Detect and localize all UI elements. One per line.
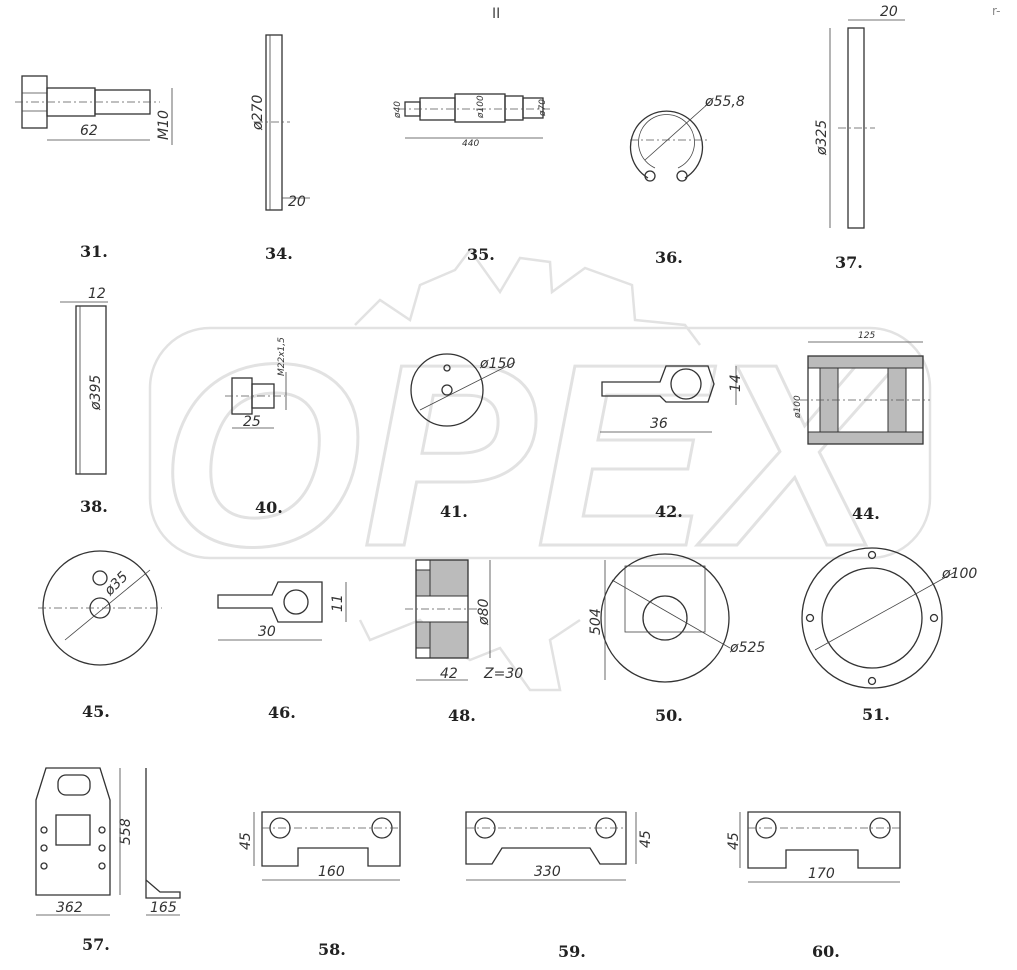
- flange-50-outer: [600, 553, 730, 683]
- part-44-bushing: 125 ø100: [793, 331, 930, 445]
- disc-37-body: [847, 27, 865, 229]
- label-part-42: 42.: [655, 502, 683, 521]
- dim-48-teeth: Z=30: [483, 666, 523, 682]
- dim-34-width: 20: [288, 194, 306, 210]
- label-part-31: 31.: [80, 242, 108, 261]
- dim-42-height: 14: [728, 374, 744, 392]
- plate-60-body: [747, 811, 901, 869]
- disc-38-body: [75, 305, 107, 475]
- plate-58-body: [261, 811, 401, 867]
- bracket-57-front: [35, 767, 111, 896]
- label-part-35: 35.: [467, 245, 495, 264]
- dim-57-width: 362: [56, 900, 83, 916]
- dim-60-length: 170: [808, 866, 835, 882]
- dim-35-d1: ø40: [393, 101, 403, 119]
- dim-44-length: 125: [858, 331, 875, 341]
- label-part-50: 50.: [655, 706, 683, 725]
- part-35-shaft: ø40 ø100 ø70 440: [393, 93, 550, 149]
- dim-44-dia: ø100: [793, 395, 803, 419]
- label-part-36: 36.: [655, 248, 683, 267]
- label-part-51: 51.: [862, 705, 890, 724]
- dim-35-d3: ø70: [538, 99, 548, 117]
- part-41-disc: ø150: [410, 353, 515, 427]
- part-45-disc: ø35: [38, 550, 162, 666]
- dim-50-dia: ø525: [729, 640, 765, 656]
- watermark-logo: OPEX: [148, 247, 932, 692]
- label-part-46: 46.: [268, 703, 296, 722]
- part-50-flange: 504 ø525: [588, 553, 765, 683]
- part-57-bracket: 558 362 165: [35, 767, 181, 916]
- dim-59-length: 330: [534, 864, 561, 880]
- dim-41-dia: ø150: [479, 356, 515, 372]
- part-48-gear: ø80 42 Z=30: [405, 559, 523, 682]
- dim-38-dia: ø395: [88, 375, 104, 411]
- label-part-44: 44.: [852, 504, 880, 523]
- part-40-plug: M22x1,5 25: [225, 337, 287, 430]
- label-part-34: 34.: [265, 244, 293, 263]
- dim-31-thread: M10: [156, 110, 172, 140]
- dim-57-height: 558: [118, 818, 134, 845]
- label-part-38: 38.: [80, 497, 108, 516]
- dim-59-height: 45: [638, 830, 654, 848]
- plate-59-body: [465, 811, 627, 865]
- label-part-41: 41.: [440, 502, 468, 521]
- dim-35-length: 440: [462, 139, 479, 149]
- disc-34-body: [265, 34, 283, 211]
- dim-48-width: 42: [440, 666, 458, 682]
- watermark-text: OPEX: [160, 311, 896, 601]
- dim-46-height: 11: [330, 594, 346, 612]
- dim-35-d2: ø100: [476, 95, 486, 119]
- dim-58-height: 45: [238, 832, 254, 850]
- part-36-circlip: ø55,8: [629, 94, 745, 182]
- dim-31-length: 62: [80, 123, 98, 139]
- part-42-lever: 36 14: [600, 365, 744, 433]
- part-46-lever: 30 11: [217, 581, 347, 641]
- label-part-57: 57.: [82, 935, 110, 954]
- label-part-45: 45.: [82, 702, 110, 721]
- dim-40-thread: M22x1,5: [277, 337, 287, 376]
- part-37-disc: 20 ø325: [814, 4, 905, 229]
- dim-48-dia: ø80: [476, 599, 492, 626]
- label-part-58: 58.: [318, 940, 346, 959]
- part-59-plate: 330 45: [465, 811, 654, 881]
- disc-41-outer: [410, 353, 484, 427]
- part-60-plate: 45 170: [726, 811, 901, 883]
- corner-mark: r-: [992, 4, 1001, 18]
- dim-34-dia: ø270: [250, 95, 266, 131]
- dim-60-height: 45: [726, 832, 742, 850]
- dim-50-height: 504: [588, 608, 604, 635]
- part-51-ring: ø100: [801, 547, 977, 689]
- part-34-disc: ø270 20: [250, 34, 310, 211]
- dim-57-depth: 165: [150, 900, 177, 916]
- bracket-57-side: [145, 768, 181, 899]
- dim-37-width: 20: [880, 4, 898, 20]
- part-38-disc: 12 ø395: [60, 286, 108, 475]
- page-number: II: [492, 6, 501, 22]
- dim-51-dia: ø100: [941, 566, 977, 582]
- part-58-plate: 45 160: [238, 811, 401, 881]
- watermark-gear: [354, 247, 701, 692]
- dim-37-dia: ø325: [814, 120, 830, 156]
- watermark-frame: [148, 326, 932, 560]
- dim-42-length: 36: [650, 416, 668, 432]
- lever-46-body: [217, 581, 323, 623]
- dim-36-dia: ø55,8: [704, 94, 745, 110]
- lever-42-body: [601, 365, 715, 403]
- dim-58-length: 160: [318, 864, 345, 880]
- dim-40-length: 25: [243, 414, 261, 430]
- circlip-outer: [629, 110, 704, 179]
- label-part-40: 40.: [255, 498, 283, 517]
- label-part-48: 48.: [448, 706, 476, 725]
- label-part-59: 59.: [558, 942, 586, 961]
- label-part-60: 60.: [812, 942, 840, 961]
- part-31-bolt: 62 M10: [15, 75, 173, 145]
- dim-38-width: 12: [88, 286, 106, 302]
- dim-46-length: 30: [258, 624, 276, 640]
- label-part-37: 37.: [835, 253, 863, 272]
- ring-51-outer: [801, 547, 943, 689]
